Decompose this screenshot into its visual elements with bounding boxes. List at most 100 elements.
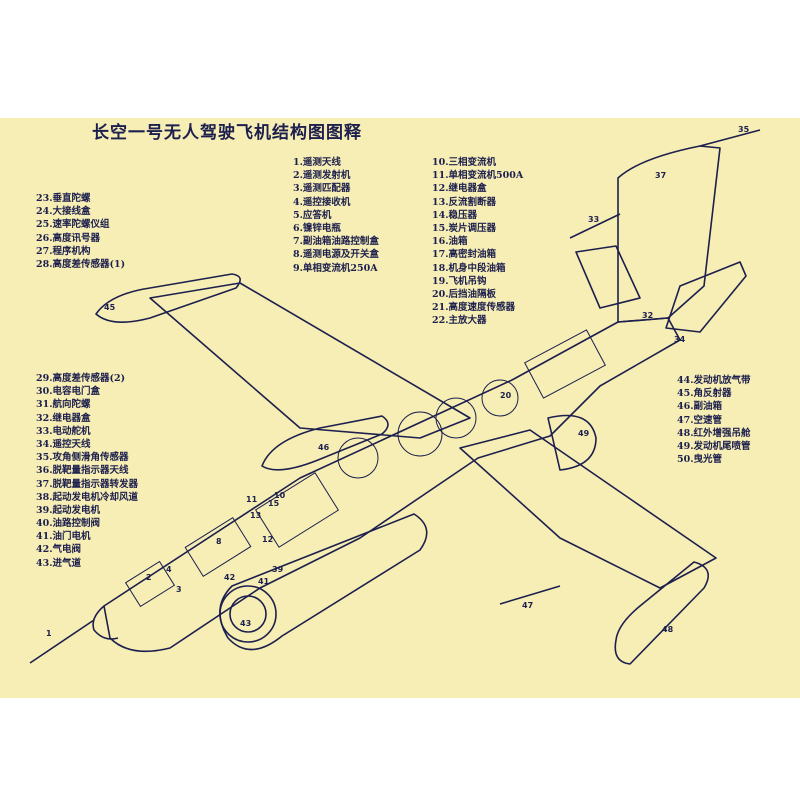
legend-item-22: 22.主放大器: [432, 315, 487, 327]
callout-48: 48: [662, 625, 674, 634]
legend-item-37: 37.脱靶量指示器转发器: [36, 478, 139, 490]
legend-item-8: 8.遥测电源及开关盒: [293, 249, 379, 261]
exhaust-nozzle: [547, 414, 597, 471]
legend-item-43: 43.进气道: [36, 557, 82, 569]
legend-item-21: 21.高度速度传感器: [432, 302, 516, 314]
callout-43: 43: [240, 619, 251, 628]
bay-forward: [184, 517, 252, 577]
nose-cone: [92, 605, 119, 640]
legend-item-45: 45.角反射器: [677, 388, 732, 400]
legend-item-40: 40.油路控制阀: [36, 518, 101, 530]
legend-item-48: 48.红外增强吊舱: [677, 427, 751, 439]
legend-column-b: 1.遥测天线 2.遥测发射机 3.遥测匹配器 4.遥控接收机 5.应答机 6.镍…: [293, 156, 379, 275]
bay-fuel-disc-3: [435, 397, 477, 439]
legend-item-29: 29.高度差传感器(2): [36, 373, 126, 384]
callout-37: 37: [655, 171, 666, 180]
callout-41: 41: [258, 577, 270, 586]
legend-item-7: 7.副油箱油路控制盒: [293, 236, 379, 248]
legend-item-26: 26.高度讯号器: [36, 232, 101, 244]
legend-item-20: 20.后挡油隔板: [432, 288, 497, 300]
callout-1: 1: [46, 629, 52, 638]
underwing-tank: [261, 415, 389, 471]
legend-item-18: 18.机身中段油箱: [432, 262, 506, 274]
bay-fuel-disc-2: [397, 411, 443, 457]
legend-item-13: 13.反流割断器: [432, 196, 497, 208]
engine-intake: [219, 585, 277, 643]
engine-nacelle: [219, 513, 428, 651]
tail-antenna: [699, 129, 761, 147]
callout-12: 12: [262, 535, 273, 544]
left-wingtip-pod: [95, 273, 241, 323]
lower-right-wing: [459, 429, 717, 589]
callout-8: 8: [216, 537, 222, 546]
probe-1: [29, 619, 95, 664]
bay-electronics: [254, 472, 340, 548]
horizontal-stabilizer-left: [575, 245, 641, 309]
legend-item-15: 15.炭片调压器: [432, 222, 497, 234]
legend-item-23: 23.垂直陀螺: [36, 193, 91, 204]
legend-item-28: 28.高度差传感器(1): [36, 258, 126, 270]
callout-2: 2: [146, 573, 152, 582]
callout-15: 15: [268, 499, 280, 508]
callout-13: 13: [250, 511, 261, 520]
legend-column-c: 10.三相变流机 11.单相变流机500A 12.继电器盒 13.反流割断器 1…: [432, 156, 523, 327]
tail-probe: [569, 213, 621, 239]
callout-45: 45: [104, 303, 116, 312]
legend-item-36: 36.脱靶量指示器天线: [36, 465, 129, 477]
callout-35: 35: [738, 125, 750, 134]
legend-item-39: 39.起动发电机: [36, 504, 101, 516]
bay-fuel-disc-1: [337, 437, 379, 479]
callout-4: 4: [166, 565, 172, 574]
diagram-title: 长空一号无人驾驶飞机结构图图释: [92, 123, 362, 143]
legend-item-12: 12.继电器盒: [432, 183, 487, 195]
legend-item-32: 32.继电器盒: [36, 412, 91, 424]
callout-46: 46: [318, 443, 330, 452]
engine-intake-inner: [229, 595, 267, 633]
callout-20: 20: [500, 391, 512, 400]
probe-47: [499, 585, 561, 605]
legend-item-3: 3.遥测匹配器: [293, 183, 351, 195]
callout-32: 32: [642, 311, 653, 320]
legend-item-42: 42.气电阀: [36, 544, 82, 556]
callout-33: 33: [588, 215, 599, 224]
legend-column-a: 23.垂直陀螺 24.大接线盒 25.速率陀螺仪组 26.高度讯号器 27.程序…: [36, 192, 125, 271]
horizontal-stabilizer-right: [665, 261, 747, 333]
equipment-bays: [124, 329, 606, 608]
legend-item-19: 19.飞机吊钩: [432, 275, 487, 287]
legend-item-27: 27.程序机构: [36, 245, 91, 257]
callout-3: 3: [176, 585, 182, 594]
fuselage-outline: [103, 317, 681, 653]
bay-fuel-disc-4: [481, 379, 519, 417]
legend-item-38: 38.起动发电机冷却风道: [36, 491, 139, 503]
upper-left-wing: [149, 282, 471, 439]
callout-11: 11: [246, 495, 258, 504]
callout-49: 49: [578, 429, 590, 438]
legend-column-d: 29.高度差传感器(2) 30.电容电门盒 31.航向陀螺 32.继电器盒 33…: [36, 372, 138, 570]
legend-item-50: 50.曳光管: [677, 454, 723, 466]
bay-rear: [524, 329, 606, 399]
legend-item-6: 6.镍锌电瓶: [293, 222, 341, 234]
legend-item-14: 14.稳压器: [432, 209, 478, 221]
legend-column-e: 44.发动机放气带 45.角反射器 46.副油箱 47.空速管 48.红外增强吊…: [677, 374, 751, 466]
legend-item-30: 30.电容电门盒: [36, 386, 101, 398]
bay-nose: [124, 560, 176, 608]
callout-34: 34: [674, 335, 686, 344]
legend-item-16: 16.油箱: [432, 236, 468, 248]
vertical-tail: [617, 145, 721, 323]
legend-item-9: 9.单相变流机250A: [293, 262, 378, 274]
callout-10: 10: [274, 491, 286, 500]
legend-item-33: 33.电动舵机: [36, 425, 91, 437]
legend-item-25: 25.速率陀螺仪组: [36, 219, 110, 231]
legend-item-17: 17.高密封油箱: [432, 249, 497, 261]
legend-item-10: 10.三相变流机: [432, 157, 497, 168]
legend-item-1: 1.遥测天线: [293, 157, 341, 168]
legend-item-41: 41.油门电机: [36, 531, 91, 543]
legend-item-2: 2.遥测发射机: [293, 170, 351, 182]
legend-item-31: 31.航向陀螺: [36, 399, 91, 411]
legend-item-47: 47.空速管: [677, 414, 723, 426]
callout-layer: 1234810111213152032333435373941424345464…: [46, 125, 750, 638]
legend-item-34: 34.遥控天线: [36, 438, 91, 450]
callout-39: 39: [272, 565, 284, 574]
legend-item-44: 44.发动机放气带: [677, 375, 751, 386]
